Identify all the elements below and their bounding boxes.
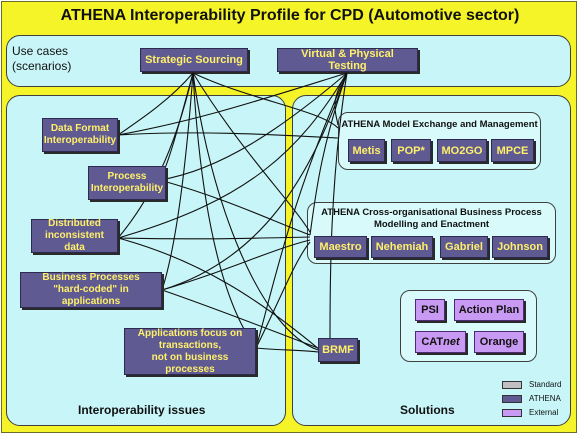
- external-catnet-label: CAT: [421, 336, 444, 348]
- interoperability-issues-label: Interoperability issues: [78, 403, 206, 417]
- external-catnet-suffix: net: [443, 336, 460, 348]
- link: [161, 289, 319, 349]
- link: [161, 72, 348, 291]
- solution-pop[interactable]: POP*: [391, 139, 431, 162]
- link: [255, 241, 311, 349]
- link: [117, 72, 194, 136]
- legend-label-athena: ATHENA: [529, 394, 561, 403]
- external-action-plan[interactable]: Action Plan: [454, 299, 524, 321]
- use-cases-panel: [6, 35, 571, 87]
- link: [192, 72, 319, 351]
- link: [309, 72, 348, 236]
- link: [329, 72, 348, 339]
- link: [161, 239, 311, 291]
- solution-mpce[interactable]: MPCE: [491, 139, 534, 162]
- link: [117, 72, 348, 239]
- solutions-label: Solutions: [400, 403, 455, 417]
- link: [117, 236, 311, 240]
- external-orange[interactable]: Orange: [474, 331, 524, 353]
- solution-mo2go[interactable]: MO2GO: [437, 139, 487, 162]
- link: [117, 72, 194, 239]
- link: [117, 72, 348, 136]
- use-case-virtual-physical-testing[interactable]: Virtual & Physical Testing: [277, 48, 418, 72]
- legend-label-external: External: [529, 408, 559, 417]
- link: [117, 237, 321, 351]
- solution-gabriel[interactable]: Gabriel: [440, 236, 488, 258]
- link: [192, 72, 311, 233]
- solution-metis[interactable]: Metis: [348, 139, 385, 162]
- link: [159, 72, 348, 181]
- solution-johnson[interactable]: Johnson: [492, 236, 548, 258]
- legend-swatch-athena: [502, 395, 522, 403]
- issue-distributed-inconsistent-data[interactable]: Distributed inconsistent data: [31, 218, 118, 253]
- model-exchange-title: ATHENA Model Exchange and Management: [341, 119, 538, 130]
- link: [159, 179, 311, 236]
- legend-swatch-standard: [502, 381, 522, 389]
- link: [192, 72, 257, 349]
- issue-business-processes-hard-coded[interactable]: Business Processes "hard-coded" in appli…: [20, 272, 162, 308]
- business-process-title: ATHENA Cross-organisational Business Pro…: [321, 207, 542, 230]
- legend-label-standard: Standard: [529, 380, 562, 389]
- external-psi[interactable]: PSI: [415, 299, 445, 321]
- issue-data-format-interoperability[interactable]: Data Format Interoperability: [42, 118, 118, 152]
- legend-swatch-external: [502, 409, 522, 417]
- use-case-strategic-sourcing[interactable]: Strategic Sourcing: [140, 48, 248, 72]
- link: [117, 132, 339, 139]
- link: [192, 72, 339, 129]
- solution-nehemiah[interactable]: Nehemiah: [371, 236, 433, 258]
- link: [161, 72, 194, 291]
- issue-process-interoperability[interactable]: Process Interoperability: [88, 166, 166, 200]
- solution-maestro[interactable]: Maestro: [314, 236, 367, 258]
- issue-applications-focus-on-transactions[interactable]: Applications focus on transactions, not …: [124, 328, 256, 375]
- solution-brmf[interactable]: BRMF: [318, 338, 358, 362]
- use-cases-label: Use cases (scenarios): [12, 44, 72, 73]
- link: [255, 347, 319, 353]
- page-title: ATHENA Interoperability Profile for CPD …: [60, 7, 520, 24]
